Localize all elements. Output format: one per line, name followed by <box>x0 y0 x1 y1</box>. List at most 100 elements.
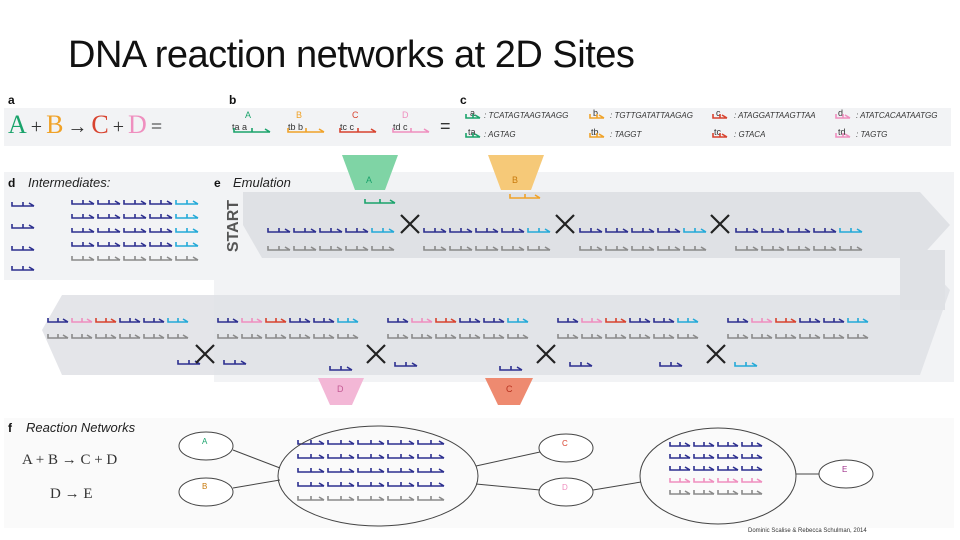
network-site-strand <box>327 454 355 459</box>
crossover-mark <box>195 344 215 364</box>
edge-site1-d <box>475 483 541 491</box>
emulation-template <box>345 246 369 251</box>
network-site-strand <box>717 442 739 447</box>
network-site-strand <box>297 496 325 501</box>
network-site-strand <box>693 454 715 459</box>
page-title: DNA reaction networks at 2D Sites <box>68 34 635 76</box>
emulation-template <box>71 334 93 339</box>
domain-tb-sequence: : TAGGT <box>610 130 642 139</box>
domain-tc-sequence: : GTACA <box>734 130 766 139</box>
emulation-template <box>459 334 481 339</box>
network-site-strand <box>297 468 325 473</box>
panel-a-label: a <box>8 93 15 107</box>
network-site-strand <box>693 490 715 495</box>
intermediate-strand <box>71 214 95 219</box>
network-site-strand <box>417 468 445 473</box>
network-site-strand <box>387 468 415 473</box>
network-site-strand <box>693 442 715 447</box>
intermediate-strand <box>71 256 95 261</box>
emulation-strand <box>483 318 505 323</box>
emulation-strand <box>217 318 239 323</box>
input-strand-b <box>509 194 541 199</box>
emulation-strand <box>677 318 699 323</box>
network-site-strand <box>669 490 691 495</box>
intermediate-strand <box>123 228 147 233</box>
network-site-strand <box>327 496 355 501</box>
emulation-template <box>605 246 629 251</box>
network-site-strand <box>417 482 445 487</box>
node-e-label: E <box>842 465 847 474</box>
emulation-template <box>751 334 773 339</box>
plus-sign: + <box>112 116 125 138</box>
emulation-template <box>581 334 603 339</box>
intermediate-strand <box>97 228 121 233</box>
panel-b-domains-a: ta a <box>232 122 248 132</box>
emulation-template <box>475 246 499 251</box>
panel-b-label-c: C <box>352 110 359 120</box>
emulation-strand <box>411 318 433 323</box>
intermediate-strand <box>175 256 199 261</box>
emulation-strand <box>605 228 629 233</box>
emulation-template <box>823 334 845 339</box>
emulation-template <box>677 334 699 339</box>
network-site-strand <box>741 442 763 447</box>
emulation-template <box>449 246 473 251</box>
network-site-2 <box>639 427 797 525</box>
intermediate-strand <box>175 200 199 205</box>
emulation-template <box>605 334 627 339</box>
emulation-strand <box>475 228 499 233</box>
emulation-strand <box>775 318 797 323</box>
emulation-strand <box>345 228 369 233</box>
domain-marker <box>835 114 851 119</box>
emulation-strand <box>313 318 335 323</box>
intermediate-strand <box>11 202 35 207</box>
emulation-template <box>119 334 141 339</box>
node-d <box>538 477 594 507</box>
emulation-strand <box>337 318 359 323</box>
crossover-mark <box>710 214 730 234</box>
intermediate-strand <box>97 256 121 261</box>
intermediate-strand <box>149 242 173 247</box>
panel-a-background <box>4 108 229 146</box>
panel-f-heading: Reaction Networks <box>26 420 136 435</box>
species-a: A <box>8 110 27 139</box>
network-site-strand <box>417 496 445 501</box>
domain-marker <box>835 133 851 138</box>
emulation-template <box>267 246 291 251</box>
emulation-template <box>813 246 837 251</box>
network-site-strand <box>327 482 355 487</box>
intermediate-strand <box>11 224 35 229</box>
emulation-template <box>775 334 797 339</box>
emulation-strand <box>371 228 395 233</box>
emulation-template <box>337 334 359 339</box>
domain-d-sequence: : ATATCACAATAATGG <box>856 111 938 120</box>
emulation-strand <box>119 318 141 323</box>
emulation-strand <box>71 318 93 323</box>
intermediate-strand <box>123 256 147 261</box>
emulation-template <box>423 246 447 251</box>
network-site-strand <box>297 482 325 487</box>
domain-a-label: a <box>470 108 476 118</box>
strand-d <box>392 128 430 133</box>
input-funnel-b <box>488 155 544 190</box>
emulation-strand <box>799 318 821 323</box>
emulation-strand <box>683 228 707 233</box>
node-c <box>538 433 594 463</box>
network-site-strand <box>357 454 385 459</box>
emulation-band-link <box>900 250 945 310</box>
network-site-strand <box>417 440 445 445</box>
emulation-template <box>657 246 681 251</box>
panel-c-label: c <box>460 93 467 107</box>
output-funnel-c-label: C <box>506 384 513 394</box>
released-strand <box>394 362 418 367</box>
emulation-template <box>847 334 869 339</box>
emulation-template <box>289 334 311 339</box>
released-strand <box>223 360 247 365</box>
panel-e-label: e <box>214 176 221 190</box>
panel-b-domains-c: tc c <box>340 122 355 132</box>
emulation-template <box>319 246 343 251</box>
domain-marker <box>465 114 481 119</box>
network-site-strand <box>741 454 763 459</box>
network-site-strand <box>297 440 325 445</box>
